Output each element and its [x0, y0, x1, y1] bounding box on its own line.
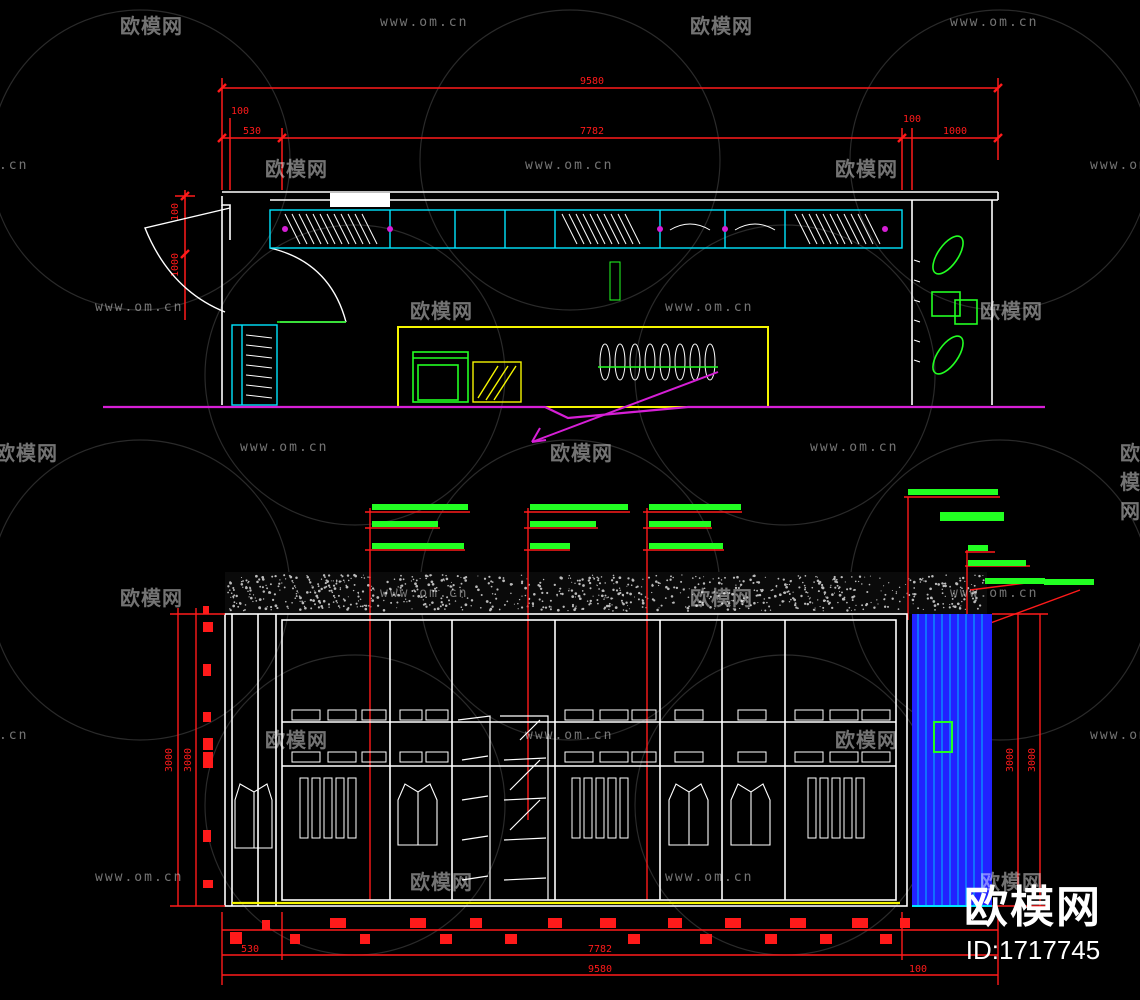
elev-dim-left-inner: 3000: [183, 748, 194, 772]
elev-dim-right: 100: [909, 964, 927, 975]
brand-stamp: 欧模网 ID:1717745: [964, 871, 1102, 966]
watermark-url: www.om.cn: [95, 300, 184, 315]
watermark-url: www.om.cn: [665, 300, 754, 315]
elevation-view: 3000 3000 3000 3000: [164, 489, 1094, 985]
elev-dim-left: [170, 608, 225, 907]
hanging-jackets: [234, 783, 771, 849]
curtain-panel: [912, 614, 992, 906]
plan-dim-right-a: 100: [903, 114, 921, 125]
plan-dimension-lines: [175, 78, 999, 320]
watermark-logo: 欧模网: [265, 157, 328, 181]
watermark-url: www.om.cn: [95, 870, 184, 885]
rack-plan: [599, 343, 716, 381]
plan-dimension-ticks: [180, 83, 1003, 259]
watermark-url: www.om.cn: [0, 728, 29, 743]
elev-dim-bottom-blocks: [230, 918, 910, 944]
watermark-logo: 欧模网: [1120, 441, 1140, 523]
watermark-logo: 欧模网: [690, 586, 753, 610]
watermark-url: www.om.cn: [950, 586, 1039, 601]
watermark-logo: 欧模网: [410, 299, 473, 323]
elev-dim-right: [992, 613, 1048, 907]
floor-line: [103, 405, 1045, 420]
island-outline: [397, 326, 769, 408]
watermark-logo: 欧模网: [265, 728, 328, 752]
watermark-logo: 欧模网: [835, 728, 898, 752]
watermark-logo: 欧模网: [980, 870, 1043, 894]
plan-dim-left-b: 530: [243, 126, 261, 137]
watermark-url: www.om.cn: [810, 440, 899, 455]
watermark-url: www.om.cn: [950, 15, 1039, 30]
folded-clothes: [291, 709, 891, 763]
watermark-logo: 欧模网: [980, 299, 1043, 323]
section-arrow: [531, 371, 719, 443]
hanger-rail-markers: [282, 226, 888, 232]
plan-dim-overall: 9580: [580, 76, 604, 87]
green-label-bar: [940, 512, 1004, 521]
watermark-logo: 欧模网: [835, 157, 898, 181]
curtain-switch: [933, 721, 953, 753]
watermark-logo: 欧模网: [120, 14, 183, 38]
plan-window-marker: [330, 193, 390, 207]
watermark-url: www.om.cn: [665, 870, 754, 885]
elev-dim-right-inner: 3000: [1005, 748, 1016, 772]
watermark-logo: 欧模网: [550, 441, 613, 465]
plan-dim-left-a: 100: [231, 106, 249, 117]
hanger-hatching: [284, 213, 881, 245]
annotation-text-blocks: [372, 489, 1094, 585]
watermark-url: www.om.cn: [0, 158, 29, 173]
watermark-logo: 欧模网: [120, 586, 183, 610]
watermark-logo: 欧模网: [410, 870, 473, 894]
curtain-folds: [917, 614, 983, 906]
center-shelf-unit: [457, 715, 549, 900]
watermark-url: www.om.cn: [380, 15, 469, 30]
watermark-url: www.om.cn: [525, 728, 614, 743]
watermark-logo: 欧模网: [690, 14, 753, 38]
wardrobe-plan-row: [269, 209, 903, 249]
side-table-plan: [472, 361, 522, 403]
watermark-url: www.om.cn: [1090, 158, 1140, 173]
right-fixtures: [931, 235, 978, 375]
elev-dim-main: 7782: [588, 944, 612, 955]
plan-dim-left-vert-a: 100: [170, 203, 181, 221]
watermark-url: www.om.cn: [1090, 728, 1140, 743]
watermark-url: www.om.cn: [525, 158, 614, 173]
plan-view: 9580 7782 100 530 100 1000 100 1000: [103, 76, 1045, 443]
sofa-chair-plan: [412, 351, 469, 403]
watermark-url: www.om.cn: [380, 586, 469, 601]
watermark-logo: 欧模网: [0, 441, 58, 465]
small-wardrobe-plan: [231, 324, 278, 406]
elev-dim-left: 530: [241, 944, 259, 955]
brand-id: ID:1717745: [965, 935, 1101, 965]
hanging-shirts: [299, 777, 865, 839]
wardrobe-elevation-frame: [224, 613, 908, 907]
elev-dim-right-outer: 3000: [1027, 748, 1038, 772]
elev-dim-overall: 9580: [588, 964, 612, 975]
plan-dim-right-b: 1000: [943, 126, 967, 137]
elev-dim-left-blocks: [203, 606, 213, 888]
brand-name: 欧模网: [964, 882, 1102, 933]
plan-dim-left-vert-b: 1000: [170, 253, 181, 277]
elev-dim-left-outer: 3000: [164, 748, 175, 772]
plan-dim-main: 7782: [580, 126, 604, 137]
watermark-url: www.om.cn: [240, 440, 329, 455]
